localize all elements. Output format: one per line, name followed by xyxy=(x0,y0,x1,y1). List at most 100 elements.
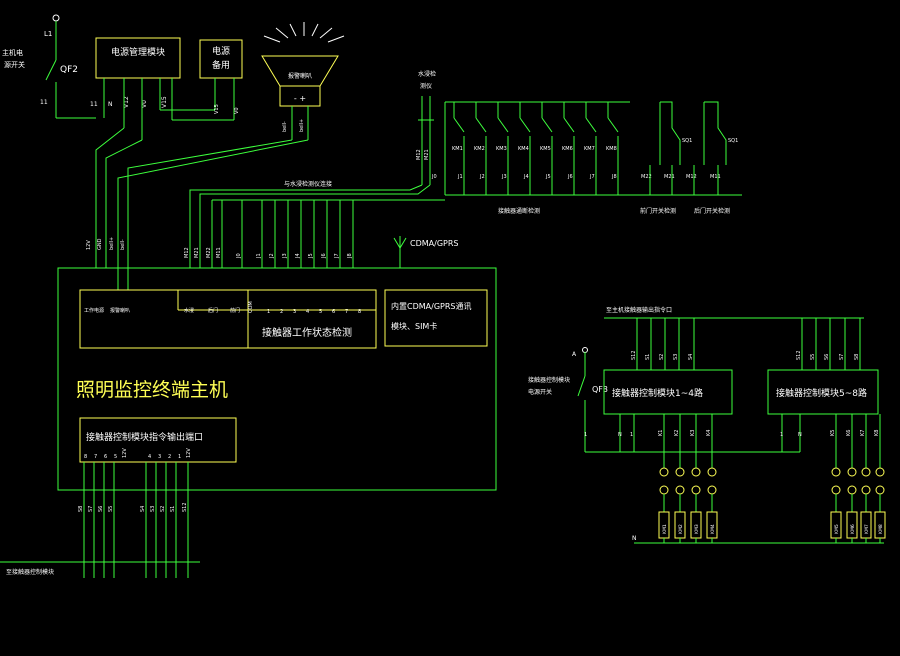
control-wire-label: S8 xyxy=(854,354,860,360)
m21-label: M21 xyxy=(664,174,675,180)
main-power-switch: L1 主机电 源开关 QF2 11 xyxy=(2,14,96,119)
km-label: KM3 xyxy=(496,146,507,152)
control-wire-label: S6 xyxy=(824,354,830,360)
sq1-back-label: SQ1 xyxy=(728,138,738,144)
terminal-icon xyxy=(675,485,685,495)
l1-label: L1 xyxy=(44,30,52,38)
output-num: 7 xyxy=(94,454,97,460)
km-contact xyxy=(453,117,465,133)
detect-wire-label: J7 xyxy=(334,253,340,259)
left-wire-12v: 12V xyxy=(86,240,92,250)
j-label: J2 xyxy=(479,174,485,180)
backup-label-2: 备用 xyxy=(212,59,230,71)
terminal-icon xyxy=(861,467,871,477)
contactor-detect-label: 接触器通断检测 xyxy=(498,207,540,215)
j-label: J4 xyxy=(523,174,529,180)
terminal-icon xyxy=(861,485,871,495)
terminal-icon xyxy=(847,485,857,495)
main-switch-label-2: 源开关 xyxy=(4,60,25,69)
km-contact xyxy=(563,117,575,133)
terminal-label: K7 xyxy=(860,430,866,436)
km-contact xyxy=(541,117,553,133)
output-num: 6 xyxy=(104,454,107,460)
km-contact xyxy=(475,117,487,133)
km-coil-label: KM3 xyxy=(694,524,700,534)
cdma-box-line-2: 模块、SIM卡 xyxy=(391,321,437,331)
control-wire-label: S12 xyxy=(631,350,637,360)
output-wire-label: S6 xyxy=(98,506,104,512)
detect-num: COM xyxy=(248,301,254,313)
pm-term-v0: V0 xyxy=(141,100,148,108)
km-coil-label: KM6 xyxy=(850,524,856,534)
detect-num: 3 xyxy=(293,309,296,315)
output-wire-label: S8 xyxy=(78,506,84,512)
n-bus-label: N xyxy=(632,535,637,542)
km-label: KM7 xyxy=(584,146,595,152)
water-wire-m21: M21 xyxy=(424,149,430,160)
a-label: A xyxy=(572,351,577,358)
detect-num: 6 xyxy=(332,309,335,315)
output-wire-label: S4 xyxy=(140,506,146,512)
terminal-label: K5 xyxy=(830,430,836,436)
km-label: KM6 xyxy=(562,146,573,152)
km-label: KM8 xyxy=(606,146,617,152)
control-wire-label: S12 xyxy=(796,350,802,360)
output-port-label: 接触器控制模块指令输出端口 xyxy=(86,431,203,443)
m12-label: M12 xyxy=(686,174,697,180)
backup-power-module: 电源 备用 V15 V0 xyxy=(199,39,243,120)
km-coil-label: KM8 xyxy=(878,524,884,534)
cdma-box-line-1: 内置CDMA/GPRS通讯 xyxy=(391,301,471,311)
j-label: J6 xyxy=(567,174,573,180)
detect-num: 2 xyxy=(280,309,283,315)
detect-num: 4 xyxy=(306,309,309,315)
terminal-label: 1 xyxy=(584,432,587,438)
m22-label: M22 xyxy=(641,174,652,180)
km-coil-label: KM7 xyxy=(864,524,870,534)
output-num: 4 xyxy=(148,454,151,460)
detect-wire-label: M12 xyxy=(184,247,190,258)
output-num: 5 xyxy=(114,454,117,460)
power-feed-wires xyxy=(95,127,309,290)
water-detector: 水浸检 测仪 M12 M21 与水浸检测仪连接 xyxy=(189,70,436,268)
output-wire-label: S12 xyxy=(182,502,188,512)
terminal-icon xyxy=(675,467,685,477)
output-num: 1 xyxy=(178,454,181,460)
km-label: KM5 xyxy=(540,146,551,152)
detect-wire-label: J6 xyxy=(321,253,327,259)
terminal-label: K4 xyxy=(706,430,712,436)
mid-box-label-3: 前门 xyxy=(230,307,240,314)
terminal-icon xyxy=(691,485,701,495)
output-wire-label: S3 xyxy=(150,506,156,512)
output-wire-label: S7 xyxy=(88,506,94,512)
terminal-label: K1 xyxy=(658,430,664,436)
terminal-icon xyxy=(831,467,841,477)
pm-term-11: 11 xyxy=(90,101,98,108)
terminal-icon xyxy=(707,485,717,495)
module-1-label: 接触器控制模块1~4路 xyxy=(612,387,703,399)
terminal-label: K3 xyxy=(690,430,696,436)
backup-label-1: 电源 xyxy=(212,45,230,57)
terminal-icon xyxy=(659,485,669,495)
km-label: KM1 xyxy=(452,146,463,152)
pm-term-v12: V12 xyxy=(123,96,130,108)
terminal-icon xyxy=(707,467,717,477)
detect-wire-label: J5 xyxy=(308,253,314,259)
terminal-label: K6 xyxy=(846,430,852,436)
km-coil-label: KM4 xyxy=(710,524,716,534)
left-box-label-2: 报警喇叭 xyxy=(110,307,130,314)
front-door-label: 前门开关检测 xyxy=(640,207,676,215)
terminal-label: K2 xyxy=(674,430,680,436)
water-wire-m12: M12 xyxy=(416,149,422,160)
control-wire-label: S1 xyxy=(645,354,651,360)
left-wire-bellplus: bell+ xyxy=(109,237,115,250)
km-contact xyxy=(585,117,597,133)
terminal-label: N xyxy=(618,432,622,438)
j-label: J7 xyxy=(589,174,595,180)
alarm-wire-plus: bell+ xyxy=(299,119,305,132)
terminal-label: K8 xyxy=(874,430,880,436)
backup-term-v15: V15 xyxy=(214,104,220,114)
back-door-label: 后门开关检测 xyxy=(694,207,730,215)
